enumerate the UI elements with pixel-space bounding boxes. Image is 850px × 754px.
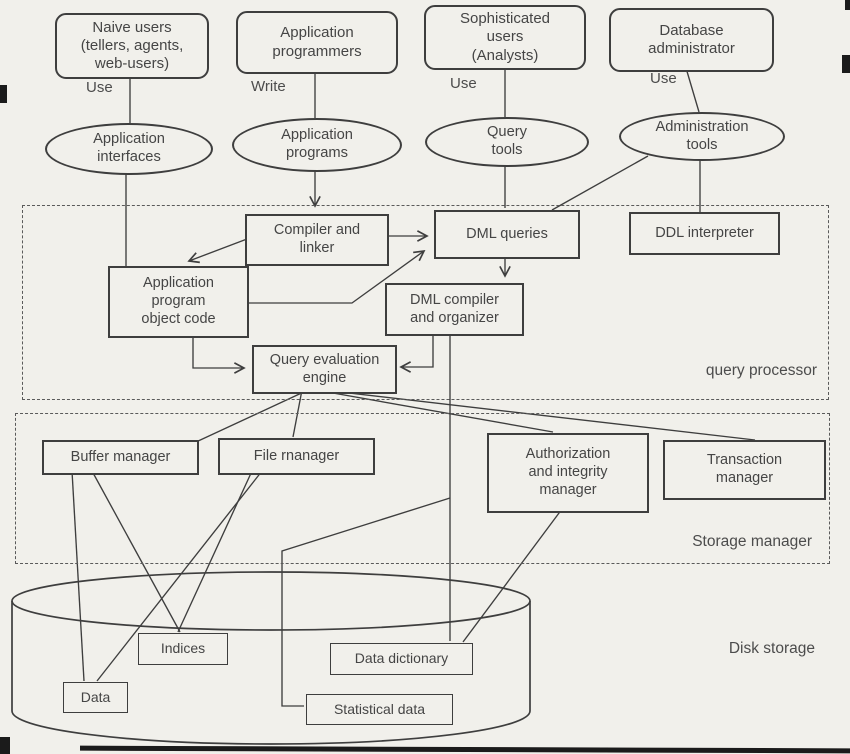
ellipse-query-tools-label: Query tools — [487, 124, 527, 158]
box-transaction-manager-label: Transaction manager — [706, 452, 783, 486]
user-box-sophisticated-users: Sophisticated users (Analysts) — [424, 5, 586, 70]
user-box-application-programmers: Application programmers — [236, 11, 398, 74]
box-data-label: Data — [80, 688, 111, 705]
scan-artifact — [845, 0, 850, 10]
scan-artifact — [842, 55, 850, 73]
scan-artifact — [0, 85, 7, 103]
arrow-objectcode-to-dmlqueries — [245, 249, 426, 304]
edge-label-write: Write — [251, 78, 286, 95]
user-box-database-administrator-label: Database administrator — [648, 21, 735, 57]
line-engine-to-transaction — [322, 389, 756, 441]
box-compiler-and-linker: Compiler and linker — [245, 214, 389, 266]
line-authorization-to-datadictionary — [462, 508, 563, 643]
line-dba-to-admintools — [685, 67, 700, 113]
ellipse-administration-tools: Administration tools — [619, 112, 785, 161]
user-box-naive-users-label: Naive users (tellers, agents, web-users) — [80, 18, 184, 73]
box-buffer-manager-label: Buffer manager — [70, 448, 171, 465]
ellipse-query-tools: Query tools — [425, 117, 589, 167]
box-application-program-object-code-label: Application program object code — [141, 275, 216, 327]
box-ddl-interpreter-label: DDL interpreter — [655, 224, 754, 241]
ellipse-application-interfaces: Application interfaces — [45, 123, 213, 175]
box-dml-compiler-and-organizer: DML compiler and organizer — [385, 283, 524, 336]
line-engine-to-buffer — [195, 389, 309, 443]
box-dml-queries-label: DML queries — [466, 225, 548, 242]
box-statistical-data-label: Statistical data — [333, 700, 426, 717]
line-file-to-data — [96, 470, 263, 682]
arrow-dmlcompiler-to-engine — [399, 332, 434, 373]
box-file-manager-label: File rnanager — [253, 447, 340, 464]
box-query-evaluation-engine-label: Query evaluation engine — [269, 351, 380, 386]
box-data-dictionary-label: Data dictionary — [354, 650, 449, 667]
box-compiler-and-linker-label: Compiler and linker — [273, 222, 361, 256]
region-label-query-processor: query processor — [705, 362, 817, 379]
line-engine-to-authorization — [315, 389, 554, 433]
ellipse-application-programs-label: Application programs — [281, 127, 353, 161]
box-data: Data — [63, 682, 128, 713]
region-label-disk-storage: Disk storage — [728, 640, 815, 657]
box-dml-queries: DML queries — [434, 210, 580, 259]
box-dml-compiler-and-organizer-label: DML compiler and organizer — [410, 291, 499, 326]
box-indices-label: Indices — [160, 640, 206, 657]
user-box-database-administrator: Database administrator — [609, 8, 774, 72]
box-authorization-and-integrity-manager: Authorization and integrity manager — [487, 433, 649, 513]
line-buffer-to-indices — [91, 470, 181, 633]
edge-label-use-naive: Use — [86, 79, 113, 96]
box-query-evaluation-engine: Query evaluation engine — [252, 345, 397, 394]
arrow-objectcode-to-engine — [192, 334, 246, 374]
ellipse-administration-tools-label: Administration tools — [655, 118, 749, 153]
region-storage-manager — [15, 413, 830, 564]
box-statistical-data: Statistical data — [306, 694, 453, 725]
ellipse-application-programs: Application programs — [232, 118, 402, 172]
region-query-processor — [22, 205, 829, 400]
scan-artifact — [0, 737, 10, 754]
line-branch-to-statisticaldata — [281, 497, 451, 707]
region-label-storage-manager: Storage manager — [692, 533, 812, 550]
box-buffer-manager: Buffer manager — [42, 440, 199, 475]
edge-label-use-sophisticated: Use — [450, 75, 477, 92]
box-indices: Indices — [138, 633, 228, 665]
box-file-manager: File rnanager — [218, 438, 375, 475]
user-box-naive-users: Naive users (tellers, agents, web-users) — [55, 13, 209, 79]
line-admintools-to-dmlqueries — [551, 155, 649, 211]
disk-cylinder — [11, 571, 531, 745]
user-box-sophisticated-users-label: Sophisticated users (Analysts) — [459, 10, 551, 64]
user-box-application-programmers-label: Application programmers — [272, 24, 362, 60]
box-data-dictionary: Data dictionary — [330, 643, 473, 675]
box-ddl-interpreter: DDL interpreter — [629, 212, 780, 255]
box-transaction-manager: Transaction manager — [663, 440, 826, 500]
edge-label-use-dba: Use — [650, 70, 677, 87]
line-buffer-to-data — [71, 470, 85, 682]
arrow-compiler-to-objectcode — [187, 238, 248, 264]
box-authorization-and-integrity-manager-label: Authorization and integrity manager — [525, 446, 611, 498]
box-application-program-object-code: Application program object code — [108, 266, 249, 338]
line-file-to-indices — [177, 470, 253, 633]
ellipse-application-interfaces-label: Application interfaces — [93, 131, 165, 165]
